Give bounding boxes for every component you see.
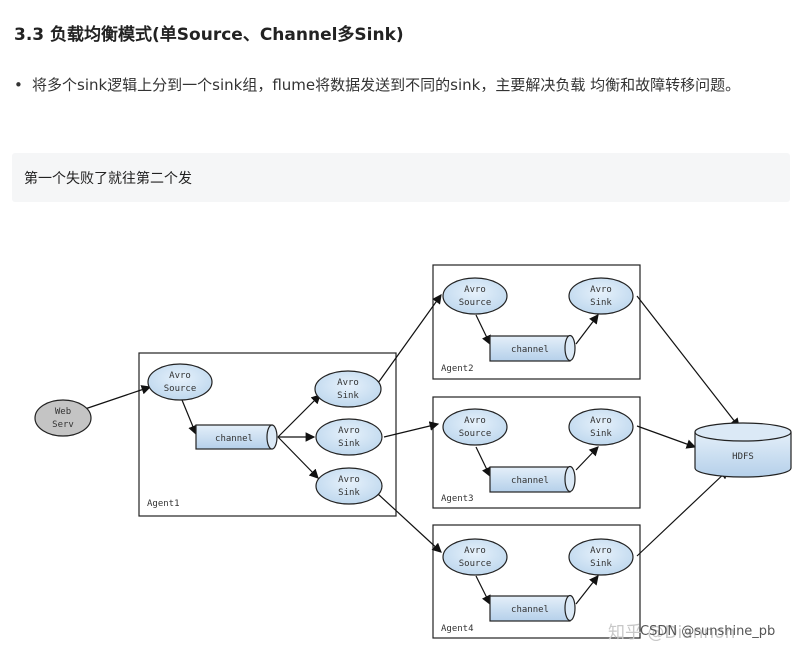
- agent3-channel-label: channel: [511, 476, 549, 486]
- agent4-channel: channel: [489, 594, 576, 622]
- bullet-text: 将多个sink逻辑上分到一个sink组，flume将数据发送到不同的sink，主…: [32, 76, 741, 94]
- agent2-label: Agent2: [441, 364, 474, 374]
- web-server-label-1: Web: [55, 407, 71, 417]
- agent4-sink-label-2: Sink: [590, 559, 612, 569]
- agent3-source-label-2: Source: [459, 429, 492, 439]
- hdfs-storage: HDFS: [694, 422, 792, 478]
- agent4-source-label-1: Avro: [464, 546, 486, 556]
- agent1-sink2-label-1: Avro: [338, 426, 360, 436]
- flume-load-balance-diagram: Agent1 Agent2 Agent3 Agent4 Web Serv: [34, 264, 792, 639]
- agent2-source-label-2: Source: [459, 298, 492, 308]
- agent2-avro-sink: Avro Sink: [568, 277, 634, 315]
- agent1-sink2-label-2: Sink: [338, 439, 360, 449]
- bullet-dot: •: [14, 76, 23, 94]
- agent3-sink-label-2: Sink: [590, 429, 612, 439]
- hdfs-label: HDFS: [732, 452, 754, 462]
- flow-arrows: [81, 294, 740, 606]
- agent1-channel-label: channel: [215, 434, 253, 444]
- agent2-channel-label: channel: [511, 345, 549, 355]
- agent1-channel: channel: [195, 424, 278, 450]
- agent4-avro-sink: Avro Sink: [568, 538, 634, 576]
- agent1-sink1-label-1: Avro: [337, 378, 359, 388]
- web-server-node: Web Serv: [34, 399, 92, 437]
- agent1-sink3-label-2: Sink: [338, 488, 360, 498]
- agent1-source-label-1: Avro: [169, 371, 191, 381]
- agent4-channel-label: channel: [511, 605, 549, 615]
- agent3-label: Agent3: [441, 494, 474, 504]
- agent4-label: Agent4: [441, 624, 474, 634]
- agent2-sink-label-2: Sink: [590, 298, 612, 308]
- agent3-channel: channel: [489, 465, 576, 493]
- agent1-avro-sink-3: Avro Sink: [315, 467, 383, 505]
- agent3-sink-label-1: Avro: [590, 416, 612, 426]
- agent3-avro-source: Avro Source: [442, 408, 508, 446]
- agent2-source-label-1: Avro: [464, 285, 486, 295]
- bullet-list-item: • 将多个sink逻辑上分到一个sink组，flume将数据发送到不同的sink…: [14, 72, 794, 98]
- agent1-avro-sink-1: Avro Sink: [314, 370, 382, 408]
- zhihu-watermark: 知乎 @Diannon: [608, 623, 736, 643]
- csdn-watermark: CSDN @sunshine_pb: [640, 624, 776, 639]
- agent2-channel: channel: [489, 334, 576, 362]
- agent2-sink-label-1: Avro: [590, 285, 612, 295]
- web-server-label-2: Serv: [52, 420, 74, 430]
- agent4-source-label-2: Source: [459, 559, 492, 569]
- note-text: 第一个失败了就往第二个发: [24, 171, 192, 187]
- agent1-source-label-2: Source: [164, 384, 197, 394]
- agent4-sink-label-1: Avro: [590, 546, 612, 556]
- code-note-block: 第一个失败了就往第二个发: [12, 153, 790, 202]
- agent1-sink3-label-1: Avro: [338, 475, 360, 485]
- agent2-avro-source: Avro Source: [442, 277, 508, 315]
- section-heading: 3.3 负载均衡模式(单Source、Channel多Sink): [14, 25, 404, 45]
- agent1-avro-sink-2: Avro Sink: [315, 418, 383, 456]
- agent3-source-label-1: Avro: [464, 416, 486, 426]
- agent4-avro-source: Avro Source: [442, 538, 508, 576]
- agent3-avro-sink: Avro Sink: [568, 408, 634, 446]
- agent1-sink1-label-2: Sink: [337, 391, 359, 401]
- agent1-avro-source: Avro Source: [147, 363, 213, 401]
- agent1-label: Agent1: [147, 499, 180, 509]
